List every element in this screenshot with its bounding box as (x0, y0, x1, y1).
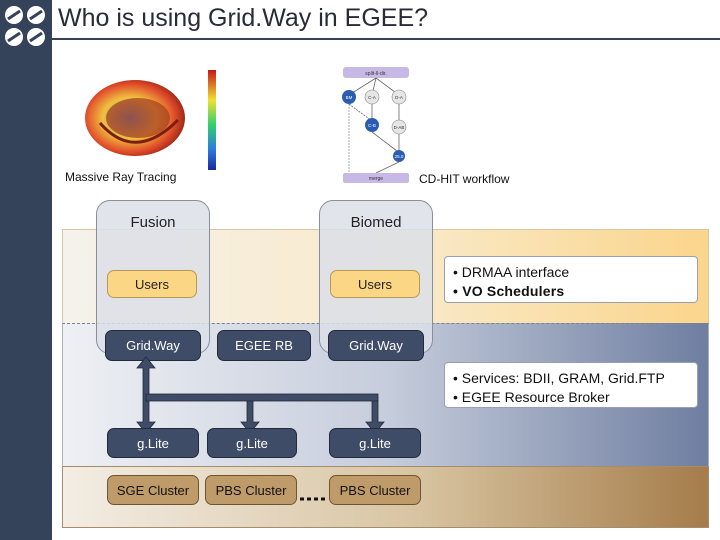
workflow-node-label: C-A (368, 95, 376, 100)
ray-tracing-caption: Massive Ray Tracing (65, 170, 177, 184)
pbs-cluster-box-1: PBS Cluster (205, 475, 297, 505)
gridway-box-biomed: Grid.Way (328, 330, 424, 361)
workflow-node-label: 25.0 (395, 154, 404, 159)
gridway-box-fusion: Grid.Way (105, 330, 201, 361)
egee-rb-box: EGEE RB (217, 330, 311, 361)
pbs-cluster-box-2: PBS Cluster (329, 475, 421, 505)
workflow-node-label: C-B (368, 123, 376, 128)
note-line: • Services: BDII, GRAM, Grid.FTP (453, 370, 665, 386)
biomed-label: Biomed (350, 214, 402, 231)
page-title: Who is using Grid.Way in EGEE? (58, 4, 429, 32)
services-note: • Services: BDII, GRAM, Grid.FTP • EGEE … (444, 362, 698, 408)
cdhit-caption: CD-HIT workflow (419, 172, 510, 186)
users-box-biomed: Users (330, 270, 420, 298)
interface-note: • DRMAA interface • VO Schedulers (444, 256, 698, 303)
ray-tracing-image (85, 70, 216, 170)
logo-icon (5, 6, 45, 46)
glite-box-1: g.Lite (107, 428, 199, 458)
cdhit-workflow-image: split-Il-dir. BM C-A D-A C-B D-AB 25.0 m… (342, 67, 409, 183)
workflow-node-label: merge (369, 176, 383, 182)
glite-box-2: g.Lite (207, 428, 297, 458)
note-line: • VO Schedulers (453, 283, 565, 299)
ellipsis-connector (300, 488, 326, 501)
note-line: • EGEE Resource Broker (453, 389, 610, 405)
sge-cluster-box: SGE Cluster (107, 475, 199, 505)
connector-arrows (136, 356, 385, 434)
users-box-fusion: Users (107, 270, 197, 298)
note-line: • DRMAA interface (453, 264, 570, 280)
glite-box-3: g.Lite (329, 428, 421, 458)
title-divider (52, 38, 720, 40)
workflow-node-label: split-Il-dir. (365, 71, 386, 77)
workflow-node-label: BM (346, 95, 353, 100)
left-sidebar (0, 0, 52, 540)
workflow-node-label: D-A (395, 95, 403, 100)
fusion-label: Fusion (130, 214, 176, 231)
workflow-node-label: D-AB (394, 125, 405, 130)
